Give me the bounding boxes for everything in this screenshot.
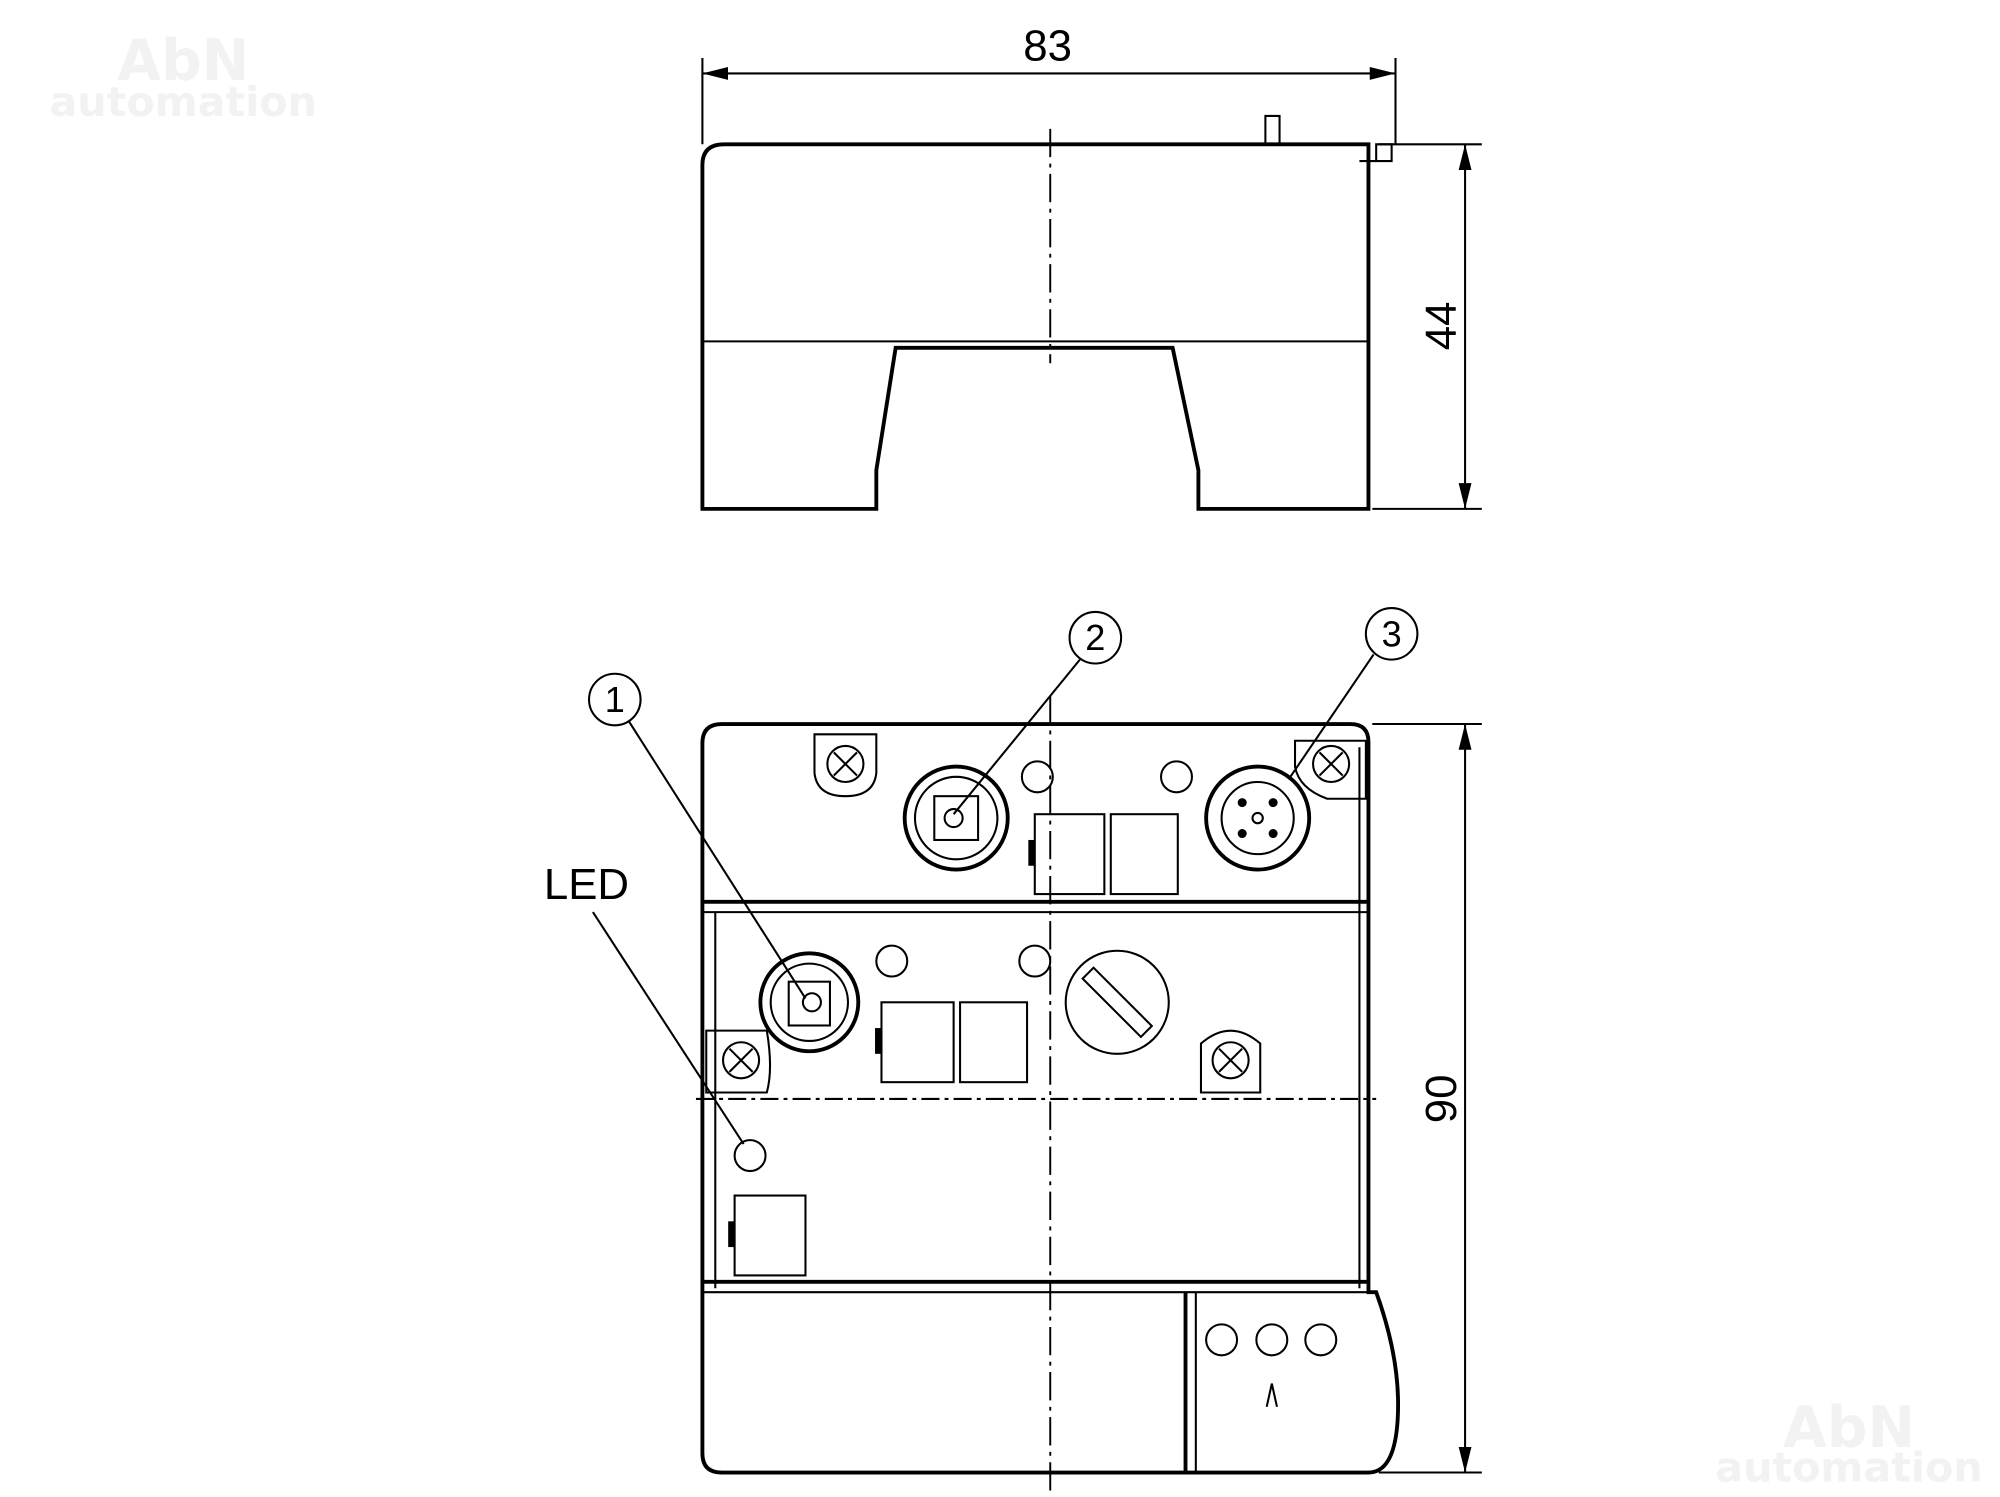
callout-3: 3: [1287, 607, 1419, 780]
svg-text:2: 2: [1085, 617, 1105, 658]
led-icon: [1255, 1323, 1289, 1357]
svg-text:automation: automation: [49, 78, 316, 126]
height-front-label: 90: [1417, 1075, 1466, 1124]
top-view: [700, 114, 1393, 511]
led-icon: [1205, 1323, 1239, 1357]
callout-1: 1: [588, 672, 807, 999]
svg-text:1: 1: [605, 679, 625, 720]
screw-icon: [813, 733, 878, 798]
arrow-icon: [1265, 1383, 1278, 1408]
rotary-switch-icon: [1064, 949, 1170, 1055]
callout-2: 2: [952, 610, 1123, 815]
callout-led: LED: [544, 860, 745, 1145]
dimension-width: 83: [701, 22, 1397, 145]
led-icon: [875, 944, 909, 978]
width-label: 83: [1023, 22, 1072, 71]
led-icon: [1018, 944, 1052, 978]
front-view: [695, 695, 1401, 1495]
dimension-height-top: 44: [1372, 143, 1482, 510]
svg-text:3: 3: [1382, 613, 1402, 654]
led-icon: [1160, 760, 1193, 794]
led-icon: [733, 1139, 767, 1173]
svg-text:automation: automation: [1715, 1444, 1982, 1492]
dimension-height-front: 90: [1372, 722, 1482, 1474]
screw-icon: [1293, 739, 1367, 800]
svg-text:AbN: AbN: [1783, 1395, 1915, 1461]
height-top-label: 44: [1417, 302, 1466, 351]
connector-1-icon: [758, 951, 861, 1054]
connector-2-icon: [902, 764, 1010, 872]
watermark-bottom-right: AbN automation: [1715, 1395, 1982, 1492]
svg-text:LED: LED: [544, 860, 629, 909]
screw-icon: [1199, 1029, 1262, 1094]
svg-text:AbN: AbN: [117, 28, 249, 94]
led-icon: [1304, 1323, 1338, 1357]
connector-3-icon: [1204, 764, 1312, 872]
watermark-top-left: AbN automation: [49, 28, 316, 126]
label-window-icon: [728, 813, 1179, 1277]
screw-icon: [705, 1029, 772, 1094]
led-icon: [1020, 760, 1054, 794]
